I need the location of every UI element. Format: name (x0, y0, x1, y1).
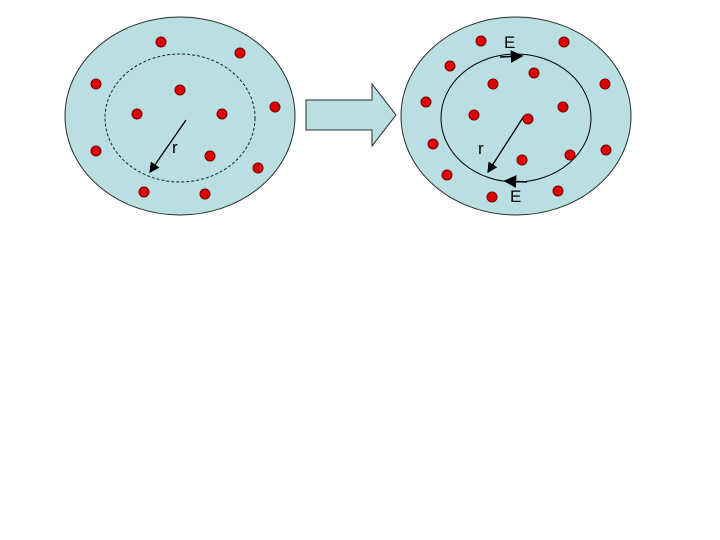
field-arrow-top (499, 50, 524, 63)
charged-disk-after (400, 16, 632, 216)
field-label-top: E (504, 33, 515, 52)
charged-disk-before (64, 16, 296, 216)
charge-dot (131, 108, 143, 120)
transition-arrow (305, 82, 397, 148)
charge-dot (234, 47, 246, 59)
charge-dot (420, 96, 432, 108)
charge-dot (600, 144, 612, 156)
panel-before: r (64, 16, 296, 216)
charge-dot (155, 36, 167, 48)
charge-dot (427, 138, 439, 150)
charge-dot (138, 186, 150, 198)
charge-dot (252, 162, 264, 174)
charge-dot (528, 67, 540, 79)
charge-dot (552, 185, 564, 197)
radius-arrow-after (487, 115, 525, 174)
panel-after: E E r (400, 16, 632, 216)
charge-dot (564, 149, 576, 161)
radius-label-before: r (172, 138, 178, 157)
charge-dot (599, 78, 611, 90)
charge-dot (557, 101, 569, 113)
gaussian-loop-dashed (104, 53, 256, 183)
charge-dot (90, 78, 102, 90)
charge-dot (468, 109, 480, 121)
charge-dot (204, 150, 216, 162)
charge-dot (522, 113, 534, 125)
charge-dot (475, 35, 487, 47)
radius-label-after: r (478, 139, 484, 158)
field-label-bottom: E (510, 187, 521, 206)
charge-dot (269, 101, 281, 113)
charge-dot (487, 78, 499, 90)
charge-dot (216, 108, 228, 120)
field-arrow-bottom (503, 175, 528, 188)
radius-arrow-before (149, 119, 187, 174)
charges-after (420, 35, 612, 203)
charge-dot (90, 145, 102, 157)
charge-dot (444, 60, 456, 72)
charge-dot (558, 36, 570, 48)
charge-dot (174, 84, 186, 96)
charge-dot (516, 154, 528, 166)
charge-dot (441, 169, 453, 181)
charge-dot (199, 188, 211, 200)
charges-before (90, 36, 281, 200)
charge-dot (486, 191, 498, 203)
